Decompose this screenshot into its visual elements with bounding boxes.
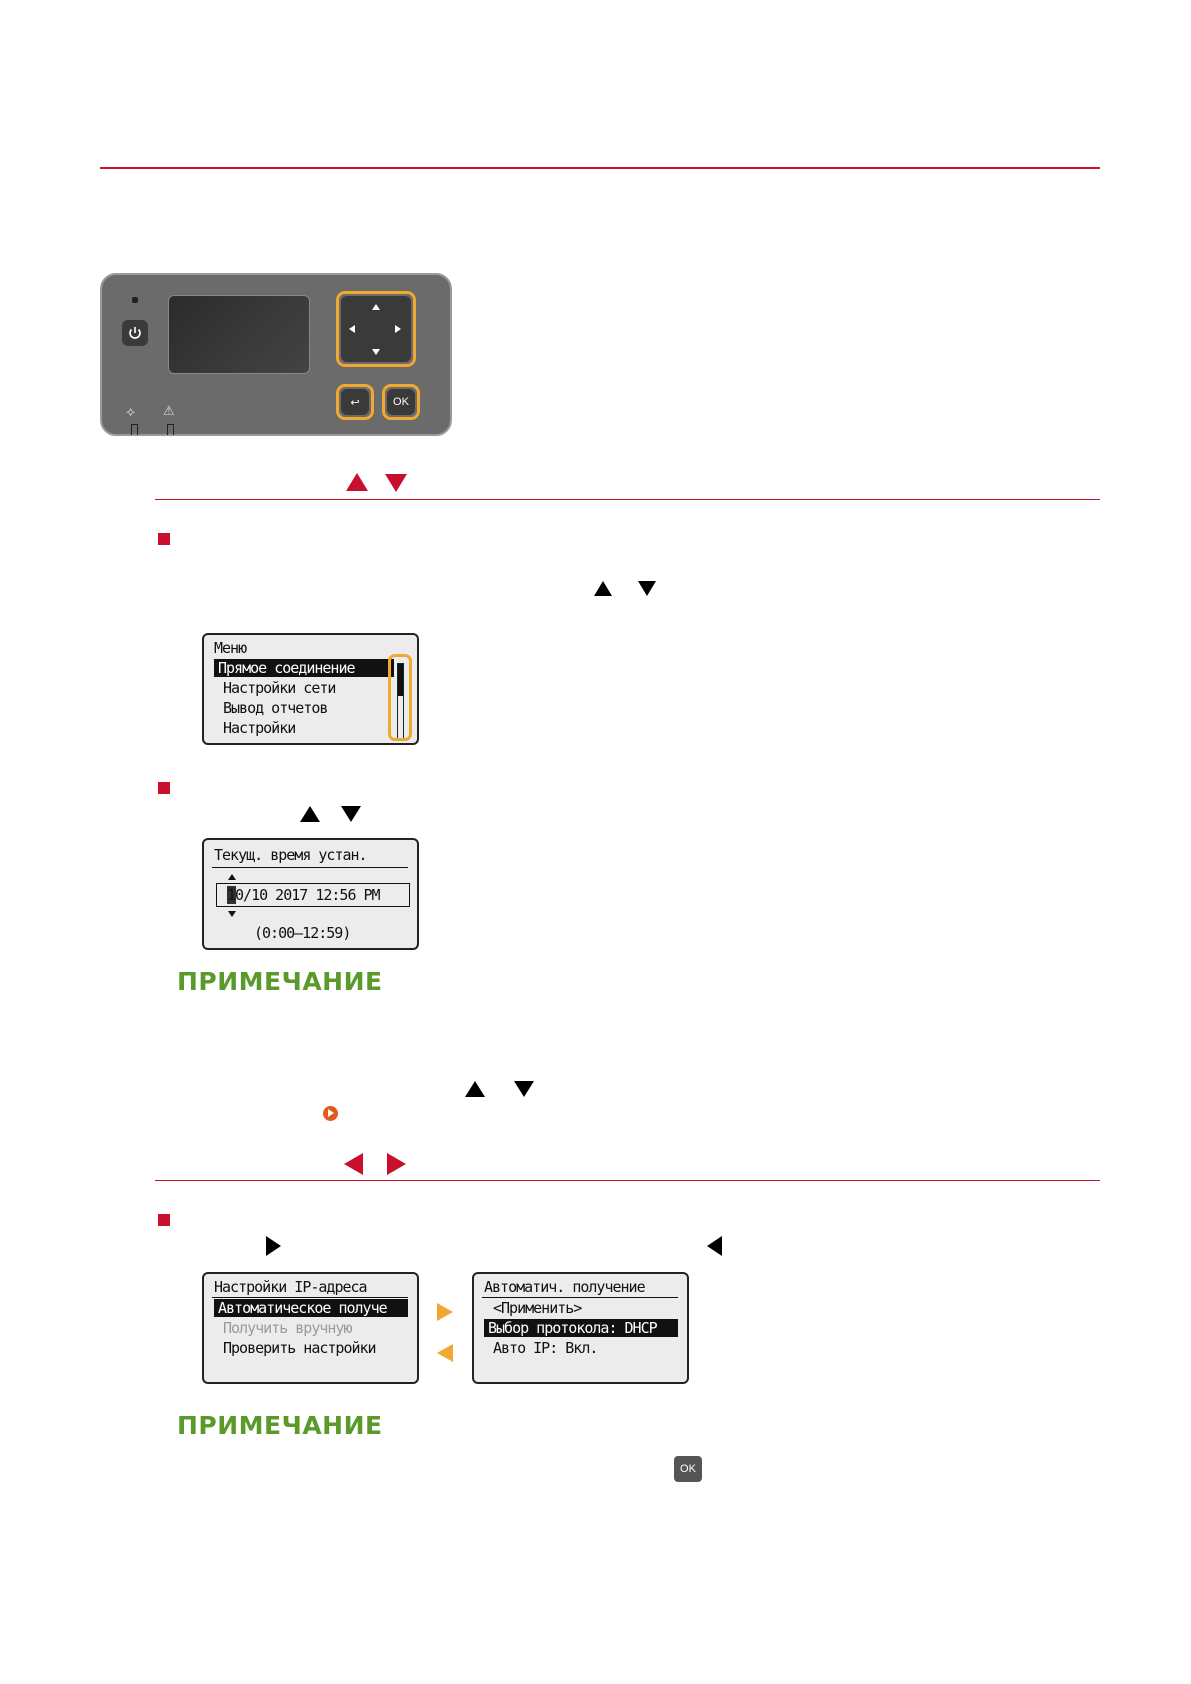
menu-screen: Меню Прямое соединение Настройки сети Вы…	[202, 633, 419, 745]
orange-right-arrow-icon	[437, 1303, 453, 1321]
data-lamp-icon: ⟡	[126, 403, 136, 419]
ip-settings-screen: Настройки IP-адреса Автоматическое получ…	[202, 1272, 419, 1384]
error-lamp-icon: ⚠	[163, 403, 175, 418]
ip-screen-title: Настройки IP-адреса	[214, 1278, 368, 1296]
black-up-arrow-icon	[594, 581, 612, 596]
pad-down-icon	[372, 349, 380, 355]
status-lamp	[132, 297, 138, 303]
ok-button: OK	[387, 389, 415, 415]
black-down-arrow-icon	[638, 581, 656, 596]
subsection-bullet	[158, 782, 170, 794]
black-down-arrow-icon	[341, 806, 361, 822]
red-right-arrow-icon	[387, 1153, 406, 1175]
menu-item: Настройки	[223, 719, 296, 737]
auto-item: Авто IP: Вкл.	[493, 1339, 598, 1357]
title-underline	[212, 867, 408, 868]
title-underline	[482, 1297, 678, 1298]
ip-item-selected: Автоматическое получе	[214, 1299, 408, 1317]
orange-left-arrow-icon	[437, 1344, 453, 1362]
note-heading: ПРИМЕЧАНИЕ	[177, 1411, 383, 1440]
black-right-arrow-icon	[266, 1236, 281, 1256]
time-value: 10/10 2017 12:56 PM	[227, 886, 381, 904]
section-rule-1	[155, 499, 1100, 500]
back-button-highlight	[336, 384, 374, 420]
ip-item: Проверить настройки	[223, 1339, 377, 1357]
arrow-pad-highlight	[336, 291, 416, 367]
menu-item: Вывод отчетов	[223, 699, 328, 717]
link-arrow-icon[interactable]	[323, 1106, 338, 1121]
note-heading: ПРИМЕЧАНИЕ	[177, 967, 383, 996]
cursor	[227, 886, 236, 904]
auto-item: <Применить>	[493, 1299, 582, 1317]
auto-screen-title: Автоматич. получение	[484, 1278, 646, 1296]
scrollbar-highlight	[388, 654, 412, 741]
pad-left-icon	[349, 325, 355, 333]
link-arrow-glyph	[328, 1109, 334, 1117]
power-button	[122, 320, 148, 346]
time-range: (0:00–12:59)	[254, 924, 351, 942]
back-icon: ↩	[350, 396, 360, 409]
auto-item-selected: Выбор протокола: DHCP	[484, 1319, 678, 1337]
auto-acquisition-screen: Автоматич. получение <Применить> Выбор п…	[472, 1272, 689, 1384]
black-up-arrow-icon	[465, 1081, 485, 1097]
header-rule	[100, 167, 1100, 169]
time-screen-title: Текущ. время устан.	[214, 846, 368, 864]
ok-button-highlight	[382, 384, 420, 420]
menu-item: Настройки сети	[223, 679, 336, 697]
back-button: ↩	[341, 389, 369, 415]
menu-item-selected: Прямое соединение	[214, 659, 394, 677]
black-down-arrow-icon	[514, 1081, 534, 1097]
subsection-bullet	[158, 533, 170, 545]
pad-up-icon	[372, 304, 380, 310]
scrollbar-thumb	[398, 664, 403, 696]
title-underline	[212, 1297, 408, 1298]
menu-screen-title: Меню	[214, 639, 247, 657]
time-setting-screen: Текущ. время устан. 10/10 2017 12:56 PM …	[202, 838, 419, 950]
time-input-box	[216, 883, 410, 907]
red-up-arrow-icon	[346, 473, 368, 491]
ok-key-icon: OK	[674, 1456, 702, 1482]
section-rule-2	[155, 1180, 1100, 1181]
red-left-arrow-icon	[344, 1153, 363, 1175]
error-lamp	[167, 424, 174, 435]
ip-item-disabled: Получить вручную	[223, 1319, 352, 1337]
value-up-icon	[228, 874, 236, 880]
black-up-arrow-icon	[300, 806, 320, 822]
subsection-bullet	[158, 1214, 170, 1226]
red-down-arrow-icon	[385, 474, 407, 492]
panel-display	[168, 295, 310, 374]
black-left-arrow-icon	[707, 1236, 722, 1256]
value-down-icon	[228, 911, 236, 917]
pad-right-icon	[395, 325, 401, 333]
power-icon	[129, 327, 141, 339]
data-lamp	[131, 424, 138, 435]
